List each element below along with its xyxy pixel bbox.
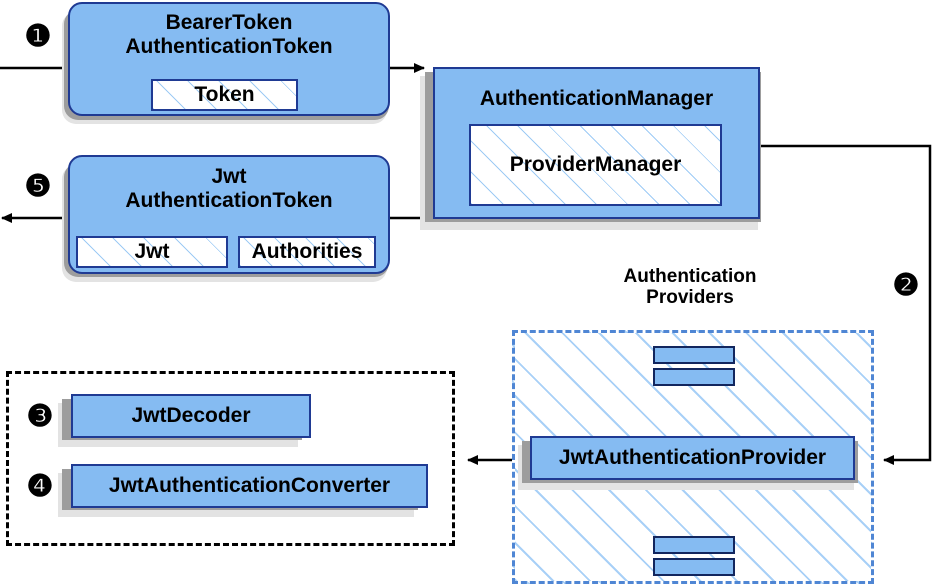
jwt-token-inner-authorities: Authorities <box>238 236 376 268</box>
jwt-label: Jwt <box>134 240 170 263</box>
node-jwt-authentication-converter[interactable]: JwtAuthenticationConverter <box>71 464 428 508</box>
authentication-manager-inner-provider-manager: ProviderManager <box>469 124 722 206</box>
token-label: Token <box>194 83 255 106</box>
jwt-token-inner-jwt: Jwt <box>76 236 228 268</box>
provider-bar-top-2 <box>653 368 735 386</box>
step-bullet-1: ❶ <box>24 20 52 53</box>
step-bullet-3: ❸ <box>26 400 54 433</box>
bearer-token-inner-token: Token <box>151 79 298 111</box>
jwt-authentication-converter-label: JwtAuthenticationConverter <box>108 474 391 498</box>
provider-manager-label: ProviderManager <box>509 153 682 176</box>
step-bullet-4: ❹ <box>26 470 54 503</box>
authentication-providers-caption: Authentication Providers <box>623 266 757 308</box>
provider-bar-top-1 <box>653 346 735 364</box>
node-jwt-authentication-provider[interactable]: JwtAuthenticationProvider <box>530 436 855 480</box>
jwt-token-label: Jwt AuthenticationToken <box>125 165 333 212</box>
authorities-label: Authorities <box>251 240 363 263</box>
provider-bar-bottom-1 <box>653 536 735 554</box>
jwt-decoder-label: JwtDecoder <box>131 404 251 428</box>
line-manager-to-provider <box>760 144 932 465</box>
provider-bar-bottom-2 <box>653 558 735 576</box>
bearer-token-label: BearerToken AuthenticationToken <box>125 11 333 58</box>
authentication-manager-label: AuthenticationManager <box>479 87 714 110</box>
step-bullet-2: ❷ <box>892 269 920 302</box>
step-bullet-5: ❺ <box>24 170 52 203</box>
node-jwt-decoder[interactable]: JwtDecoder <box>71 394 311 438</box>
jwt-authentication-provider-label: JwtAuthenticationProvider <box>558 446 827 470</box>
